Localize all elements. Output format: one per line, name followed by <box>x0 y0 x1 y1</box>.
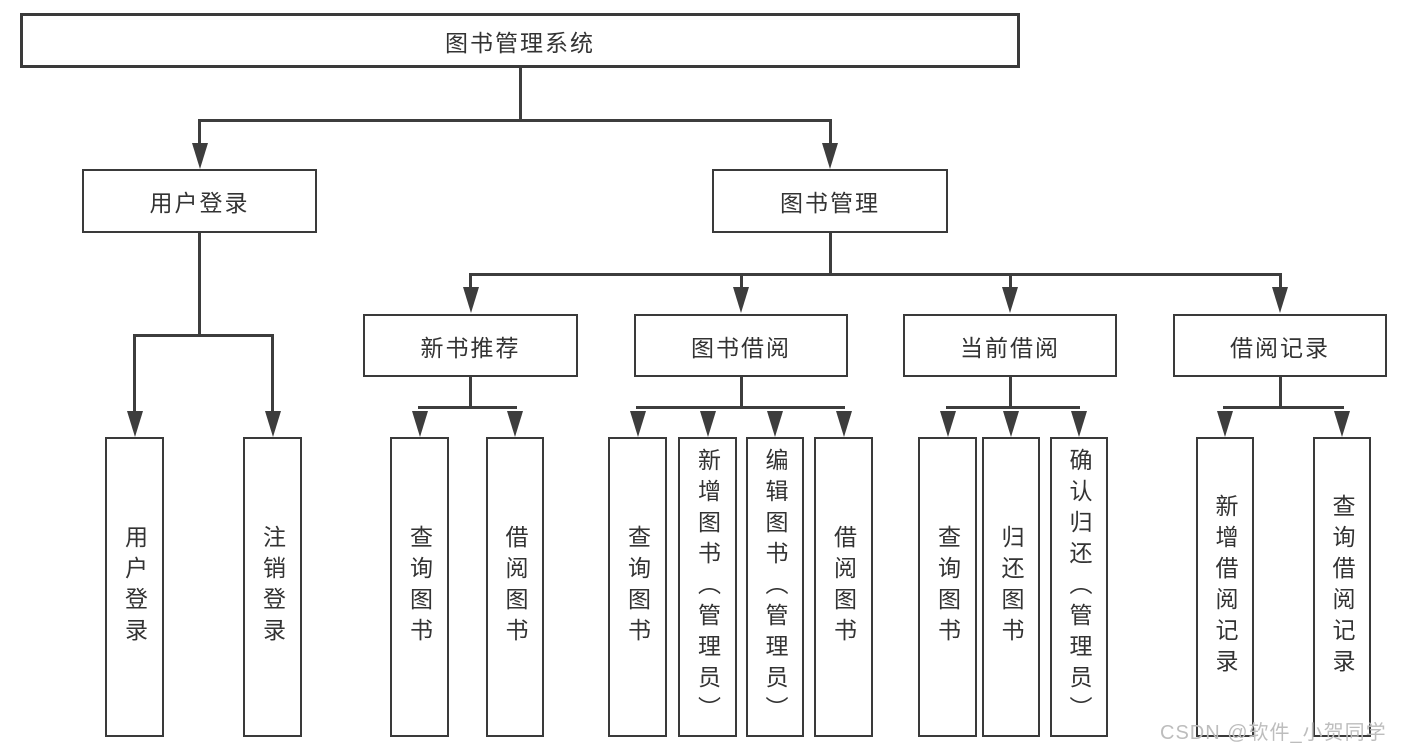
leaf-query-books-borrowing: 查询图书 <box>608 437 667 737</box>
watermark: CSDN @软件_小贺同学 <box>1160 722 1387 744</box>
connector-drop-leaf-logout <box>271 334 274 414</box>
leaf-confirm-return-admin: 确认归还（管理员） <box>1050 437 1108 737</box>
arrow-down-icon <box>836 411 852 437</box>
node-current-borrowing: 当前借阅 <box>903 314 1117 377</box>
node-new-book-recommendation: 新书推荐 <box>363 314 578 377</box>
connector-level1-hline <box>198 119 832 122</box>
connector-drop-leaf-login <box>133 334 136 414</box>
leaf-logout: 注销登录 <box>243 437 302 737</box>
connector-current-borrowing-hline <box>946 406 1080 409</box>
connector-book-borrowing-hline <box>636 406 845 409</box>
connector-root-stem <box>519 68 522 122</box>
arrow-down-icon <box>822 143 838 169</box>
arrow-down-icon <box>1272 287 1288 313</box>
arrow-down-icon <box>733 287 749 313</box>
arrow-down-icon <box>127 411 143 437</box>
arrow-down-icon <box>940 411 956 437</box>
arrow-down-icon <box>192 143 208 169</box>
arrow-down-icon <box>700 411 716 437</box>
arrow-down-icon <box>1003 411 1019 437</box>
connector-book-management-stem <box>829 233 832 276</box>
arrow-down-icon <box>412 411 428 437</box>
arrow-down-icon <box>1071 411 1087 437</box>
arrow-down-icon <box>630 411 646 437</box>
connector-drop-current-borrowing <box>1009 273 1012 289</box>
node-user-login: 用户登录 <box>82 169 317 233</box>
leaf-query-books-recommend: 查询图书 <box>390 437 449 737</box>
leaf-query-borrow-record: 查询借阅记录 <box>1313 437 1371 737</box>
connector-user-login-stem <box>198 233 201 337</box>
leaf-user-login: 用户登录 <box>105 437 164 737</box>
arrow-down-icon <box>265 411 281 437</box>
connector-drop-user-login <box>198 119 201 147</box>
leaf-borrow-books: 借阅图书 <box>814 437 873 737</box>
connector-new-book-stem <box>469 377 472 409</box>
leaf-return-books: 归还图书 <box>982 437 1040 737</box>
leaf-borrow-books-recommend: 借阅图书 <box>486 437 544 737</box>
arrow-down-icon <box>507 411 523 437</box>
connector-borrowing-records-stem <box>1279 377 1282 409</box>
arrow-down-icon <box>767 411 783 437</box>
connector-drop-borrowing-records <box>1279 273 1282 289</box>
leaf-query-books-current: 查询图书 <box>918 437 977 737</box>
arrow-down-icon <box>463 287 479 313</box>
connector-level3-hline <box>469 273 1282 276</box>
connector-drop-book-management <box>829 119 832 147</box>
node-borrowing-records: 借阅记录 <box>1173 314 1387 377</box>
leaf-add-borrow-record: 新增借阅记录 <box>1196 437 1254 737</box>
connector-new-book-hline <box>418 406 517 409</box>
connector-book-borrowing-stem <box>740 377 743 409</box>
leaf-edit-books-admin: 编辑图书（管理员） <box>746 437 804 737</box>
connector-drop-book-borrowing <box>740 273 743 289</box>
connector-user-login-hline <box>133 334 274 337</box>
node-book-management: 图书管理 <box>712 169 948 233</box>
node-library-management-system: 图书管理系统 <box>20 13 1020 68</box>
arrow-down-icon <box>1217 411 1233 437</box>
connector-borrowing-records-hline <box>1223 406 1344 409</box>
arrow-down-icon <box>1002 287 1018 313</box>
leaf-add-books-admin: 新增图书（管理员） <box>678 437 737 737</box>
node-book-borrowing: 图书借阅 <box>634 314 848 377</box>
connector-current-borrowing-stem <box>1009 377 1012 409</box>
arrow-down-icon <box>1334 411 1350 437</box>
connector-drop-new-book <box>469 273 472 289</box>
